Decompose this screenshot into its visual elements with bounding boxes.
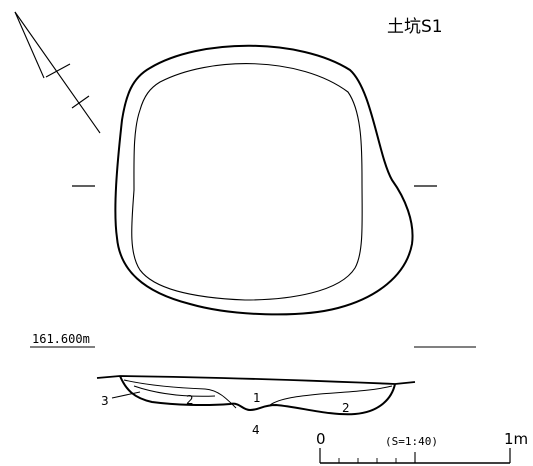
pit-inner-outline: [131, 63, 363, 301]
layer-boundary-b: [133, 385, 216, 397]
section-profile: [96, 375, 416, 416]
section-bottom-line: [119, 375, 396, 416]
elevation-label: 161.600m: [32, 332, 90, 346]
pit-outer-outline: [114, 44, 414, 316]
layer-boundary-c: [269, 385, 393, 406]
layer-label: 1: [253, 391, 261, 405]
layer-label: 3: [101, 394, 109, 408]
scale-bar: 0 1m (S=1:40): [316, 430, 528, 464]
scale-start-label: 0: [316, 430, 326, 448]
scale-ratio-label: (S=1:40): [385, 435, 438, 448]
layer-label: 2: [342, 401, 350, 415]
layer-boundary-a: [123, 379, 237, 409]
north-arrow-icon: [14, 11, 101, 134]
layer-3-leader: [111, 391, 141, 399]
layer-label: 4: [252, 423, 260, 437]
section-top-surface: [96, 375, 416, 385]
pit-title: 土坑S1: [387, 17, 443, 37]
scale-end-label: 1m: [504, 430, 528, 448]
layer-label: 2: [186, 393, 194, 407]
